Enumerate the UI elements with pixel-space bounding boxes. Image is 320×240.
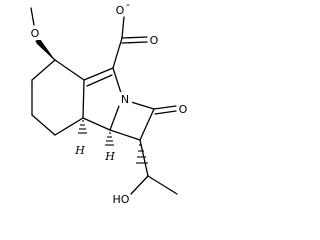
carboxyl-double-bond-b — [121, 41, 148, 44]
ketone-oxygen-label: O — [179, 103, 188, 116]
hash-bond-h-left — [78, 120, 87, 134]
c6-c7-double-bond-inner — [86, 74, 113, 87]
c5-c6-bond — [82, 79, 85, 119]
ketone-double-bond-b — [154, 110, 177, 115]
c1-c2-bond — [31, 59, 56, 81]
c11-oh-bond — [130, 175, 149, 195]
carboxyl-o-single-bond — [121, 16, 125, 39]
c5-c8-bond — [82, 117, 111, 131]
hydroxy-label: HO — [113, 193, 130, 206]
c6-c7-double-bond-outer — [83, 67, 114, 81]
methoxy-oxygen-label: O — [31, 27, 40, 40]
stereo-h-right-label: H — [104, 150, 115, 163]
hash-bond-h-right — [105, 132, 114, 146]
c7-n-bond — [112, 67, 122, 94]
ketone-double-bond-a — [153, 105, 177, 110]
c7-carboxyl-bond — [112, 37, 123, 69]
methyl-o-bond — [30, 7, 35, 26]
carboxyl-double-bond-a — [121, 36, 148, 39]
o-c1-bond — [36, 42, 56, 61]
molecule-structure: O O - O N O HO H H — [29, 0, 188, 206]
c8-n-bond — [109, 105, 120, 131]
c6-c1-bond — [54, 59, 85, 81]
hash-bond-c10-c11 — [136, 144, 148, 164]
c4-c5-bond — [54, 117, 84, 136]
c9-c10-bond — [139, 108, 155, 141]
c10-c8-bond — [109, 129, 141, 141]
negative-charge-label: - — [126, 0, 130, 11]
carboxyl-oxygen-label: O — [150, 34, 159, 47]
methoxy-wedge — [35, 39, 55, 60]
c11-methyl-bond — [147, 175, 178, 195]
stereo-h-left-label: H — [74, 144, 85, 157]
carboxylate-oxygen-label: O — [116, 4, 125, 17]
c3-c4-bond — [31, 114, 56, 136]
n-c9-bond — [130, 101, 155, 110]
nitrogen-label: N — [121, 93, 129, 106]
c10-c11-bond — [139, 139, 149, 177]
